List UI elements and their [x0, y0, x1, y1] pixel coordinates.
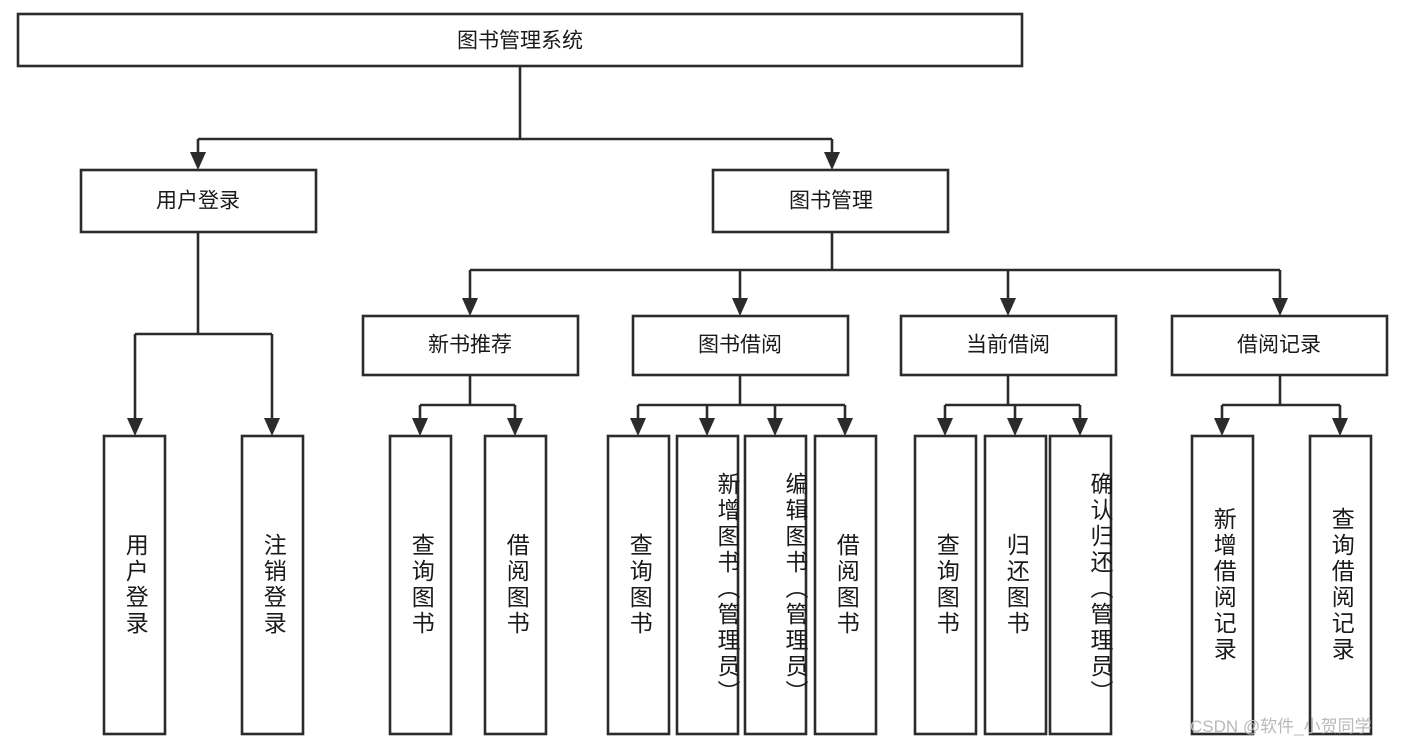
arrow-root-to-book-management [824, 152, 840, 170]
leaf-boxes [102, 434, 1373, 736]
node-current-borrow-label: 当前借阅 [966, 334, 1050, 357]
node-user-login-box[interactable] [79, 168, 318, 234]
node-book-management-label: 图书管理 [789, 190, 873, 213]
arrow-book-borrow-leaf-1 [630, 418, 646, 436]
connectors-current-borrow-to-leaves [937, 375, 1088, 436]
node-root[interactable]: 图书管理系统 [16, 12, 1024, 68]
node-new-book-recommend-label: 新书推荐 [428, 334, 512, 357]
node-book-management-box[interactable] [711, 168, 950, 234]
node-book-borrow-label: 图书借阅 [698, 334, 782, 357]
arrow-user-login-leaf-2 [264, 418, 280, 436]
leaf-box-logout[interactable] [240, 434, 305, 736]
node-user-login[interactable]: 用户登录 [79, 168, 318, 234]
node-root-label: 图书管理系统 [457, 30, 583, 53]
arrow-borrow-record-leaf-1 [1214, 418, 1230, 436]
leaf-box-add-record[interactable] [1190, 434, 1255, 736]
leaf-box-confirm-return[interactable] [1048, 434, 1113, 736]
node-book-borrow-box[interactable] [631, 314, 850, 377]
node-new-book-recommend-box[interactable] [361, 314, 580, 377]
leaf-box-borrow-book-1[interactable] [483, 434, 548, 736]
arrow-bm-to-borrow-record [1272, 298, 1288, 316]
leaf-box-query-book-3[interactable] [913, 434, 978, 736]
connectors-book-borrow-to-leaves [630, 375, 853, 436]
arrow-root-to-user-login [190, 152, 206, 170]
arrow-current-borrow-leaf-2 [1007, 418, 1023, 436]
arrow-book-borrow-leaf-2 [699, 418, 715, 436]
arrow-book-borrow-leaf-4 [837, 418, 853, 436]
node-new-book-recommend[interactable]: 新书推荐 [361, 314, 580, 377]
node-borrow-record-label: 借阅记录 [1237, 334, 1321, 357]
arrow-new-book-leaf-1 [412, 418, 428, 436]
leaf-box-query-book-1[interactable] [388, 434, 453, 736]
arrow-current-borrow-leaf-3 [1072, 418, 1088, 436]
leaf-box-borrow-book-2[interactable] [813, 434, 878, 736]
arrow-borrow-record-leaf-2 [1332, 418, 1348, 436]
node-current-borrow-box[interactable] [899, 314, 1118, 377]
leaf-box-query-book-2[interactable] [606, 434, 671, 736]
watermark: CSDN @软件_小贺同学 [1190, 717, 1372, 736]
connectors-user-login-to-leaves [127, 232, 280, 436]
connectors-borrow-record-to-leaves [1214, 375, 1348, 436]
arrow-book-borrow-leaf-3 [767, 418, 783, 436]
connectors-book-management-to-level3 [462, 232, 1288, 316]
leaf-box-return-book[interactable] [983, 434, 1048, 736]
arrow-current-borrow-leaf-1 [937, 418, 953, 436]
node-root-box[interactable] [16, 12, 1024, 68]
connectors-new-book-to-leaves [412, 375, 523, 436]
node-user-login-label: 用户登录 [156, 190, 240, 213]
leaf-box-user-login[interactable] [102, 434, 167, 736]
node-current-borrow[interactable]: 当前借阅 [899, 314, 1118, 377]
arrow-new-book-leaf-2 [507, 418, 523, 436]
node-book-borrow[interactable]: 图书借阅 [631, 314, 850, 377]
arrow-bm-to-current-borrow [1000, 298, 1016, 316]
node-book-management[interactable]: 图书管理 [711, 168, 950, 234]
arrow-user-login-leaf-1 [127, 418, 143, 436]
connectors-root-to-level2 [190, 66, 840, 170]
arrow-bm-to-new-book [462, 298, 478, 316]
leaf-box-query-record[interactable] [1308, 434, 1373, 736]
leaf-box-add-book[interactable] [675, 434, 740, 736]
node-borrow-record[interactable]: 借阅记录 [1170, 314, 1389, 377]
node-borrow-record-box[interactable] [1170, 314, 1389, 377]
leaf-box-edit-book[interactable] [743, 434, 808, 736]
arrow-bm-to-book-borrow [732, 298, 748, 316]
